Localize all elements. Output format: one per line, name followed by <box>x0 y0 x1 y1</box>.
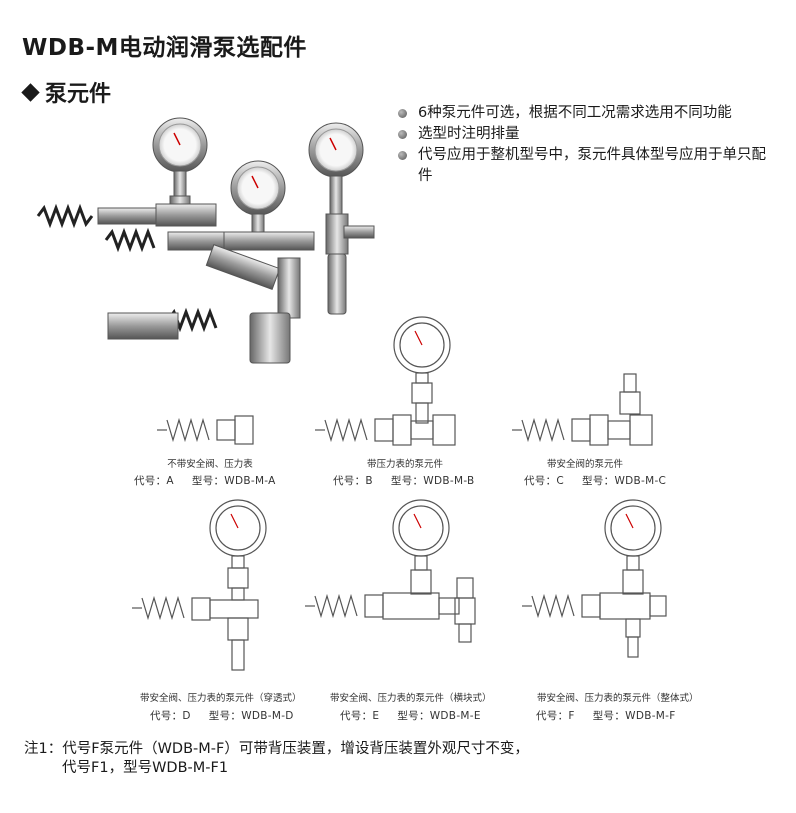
bullet-dot-icon <box>398 151 407 160</box>
feature-item: 选型时注明排量 <box>396 124 776 145</box>
feature-item: 代号应用于整机型号中，泵元件具体型号应用于单只配件 <box>396 145 776 187</box>
footnote: 注1：代号F泵元件（WDB-M-F）可带背压装置，增设背压装置外观尺寸不变， 代… <box>24 740 529 778</box>
diagram-e <box>305 499 476 643</box>
pump-element-photo <box>36 117 375 364</box>
feature-list: 6种泵元件可选，根据不同工况需求选用不同功能 选型时注明排量 代号应用于整机型号… <box>396 103 776 187</box>
section-heading-text: 泵元件 <box>45 82 112 107</box>
diagram-a <box>157 415 254 445</box>
diagram-c <box>512 373 653 446</box>
variant-caption: 带安全阀的泵元件 <box>546 459 623 470</box>
feature-item: 6种泵元件可选，根据不同工况需求选用不同功能 <box>396 103 776 124</box>
footnote-line-1: 注1：代号F泵元件（WDB-M-F）可带背压装置，增设背压装置外观尺寸不变， <box>24 741 529 757</box>
diagram-f <box>522 499 667 658</box>
variant-caption: 带安全阀、压力表的泵元件（横块式） <box>330 693 492 704</box>
diagram-b <box>315 316 456 446</box>
variant-caption: 带压力表的泵元件 <box>366 459 443 470</box>
diagram-d <box>132 499 267 671</box>
bullet-dot-icon <box>398 130 407 139</box>
section-heading: 泵元件 <box>21 76 112 108</box>
variant-caption: 不带安全阀、压力表 <box>167 459 253 470</box>
diamond-bullet-icon <box>21 83 40 102</box>
variant-caption: 带安全阀、压力表的泵元件（整体式） <box>537 693 699 704</box>
variant-caption: 带安全阀、压力表的泵元件（穿透式） <box>140 693 302 704</box>
page-title: WDB-M电动润滑泵选配件 <box>22 35 307 61</box>
bullet-dot-icon <box>398 109 407 118</box>
footnote-line-2: 代号F1，型号WDB-M-F1 <box>62 760 229 776</box>
